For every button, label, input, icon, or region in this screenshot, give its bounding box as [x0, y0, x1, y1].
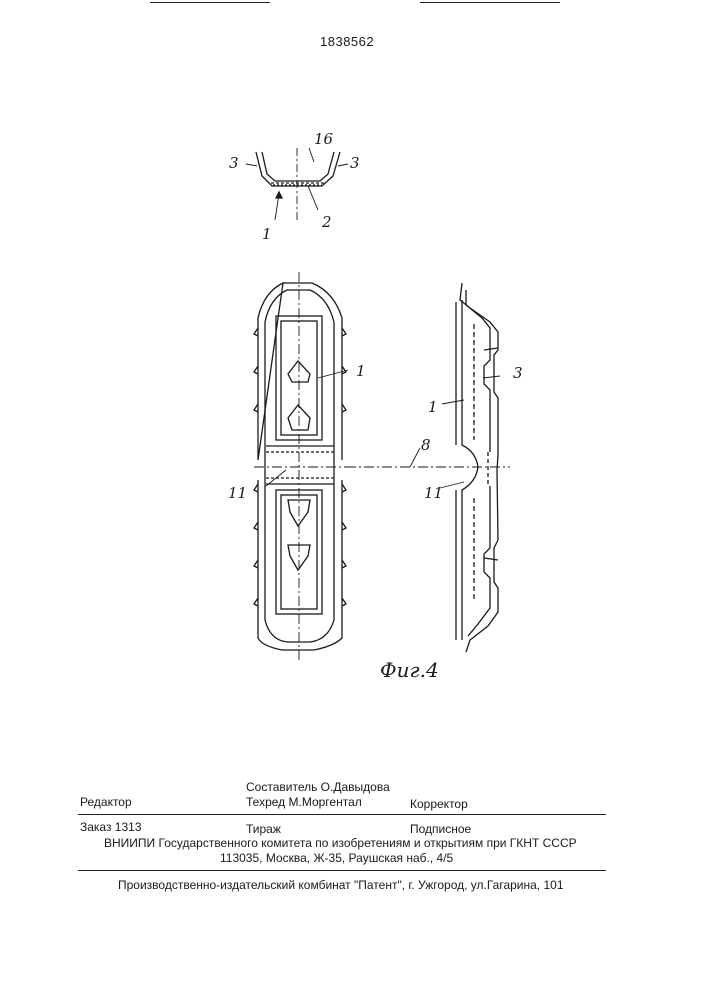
ref-section-16: 16 — [314, 130, 333, 148]
ref-section-1: 1 — [262, 225, 272, 243]
ref-front-1: 1 — [356, 362, 366, 380]
side-view — [346, 283, 510, 652]
circulation-label: Тираж — [246, 822, 281, 836]
address-line: 113035, Москва, Ж-35, Раушская наб., 4/5 — [220, 851, 453, 865]
imprint-rule-2 — [78, 870, 606, 871]
ref-side-3: 3 — [513, 364, 523, 382]
ref-section-3-left: 3 — [229, 154, 239, 172]
techred-line: Техред М.Моргентал — [246, 795, 362, 809]
order-number: Заказ 1313 — [80, 820, 142, 834]
ref-side-1: 1 — [428, 398, 438, 416]
figure-caption: Фиг.4 — [380, 658, 439, 682]
subscription-label: Подписное — [410, 822, 471, 836]
ref-section-3-right: 3 — [350, 154, 360, 172]
institute-line: ВНИИПИ Государственного комитета по изоб… — [104, 836, 577, 850]
ref-front-11: 11 — [228, 484, 247, 502]
imprint-rule-1 — [78, 814, 606, 815]
ref-side-11: 11 — [424, 484, 443, 502]
corrector-label: Корректор — [410, 797, 468, 811]
printer-line: Производственно-издательский комбинат "П… — [118, 878, 564, 892]
compiler-line: Составитель О.Давыдова — [246, 780, 390, 794]
ref-side-8: 8 — [421, 436, 431, 454]
section-view — [246, 148, 348, 220]
ref-section-2: 2 — [322, 213, 332, 231]
editor-label: Редактор — [80, 795, 132, 809]
front-view — [254, 272, 350, 660]
